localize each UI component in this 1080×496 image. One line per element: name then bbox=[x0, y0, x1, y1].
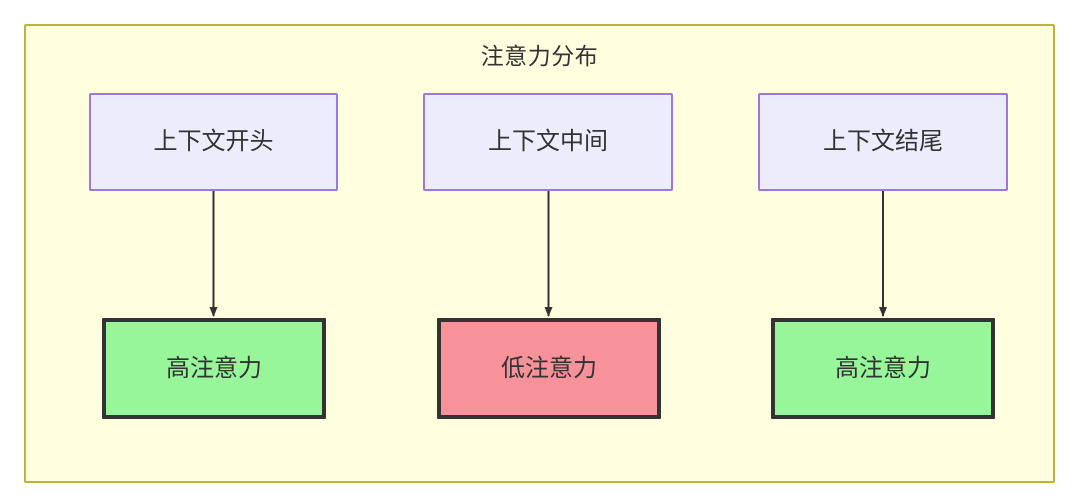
node-low-attention-middle[interactable]: 低注意力 bbox=[437, 318, 661, 419]
diagram-title: 注意力分布 bbox=[480, 43, 599, 69]
node-context-start[interactable]: 上下文开头 bbox=[89, 93, 338, 191]
node-context-middle[interactable]: 上下文中间 bbox=[423, 93, 673, 191]
node-label: 上下文结尾 bbox=[823, 128, 943, 155]
node-label: 上下文中间 bbox=[488, 128, 608, 155]
node-label: 高注意力 bbox=[166, 354, 262, 382]
node-label: 上下文开头 bbox=[153, 128, 274, 155]
node-label: 低注意力 bbox=[501, 354, 597, 382]
node-high-attention-end[interactable]: 高注意力 bbox=[771, 318, 995, 419]
node-high-attention-start[interactable]: 高注意力 bbox=[102, 318, 326, 419]
node-context-end[interactable]: 上下文结尾 bbox=[758, 93, 1008, 191]
node-label: 高注意力 bbox=[835, 354, 931, 382]
